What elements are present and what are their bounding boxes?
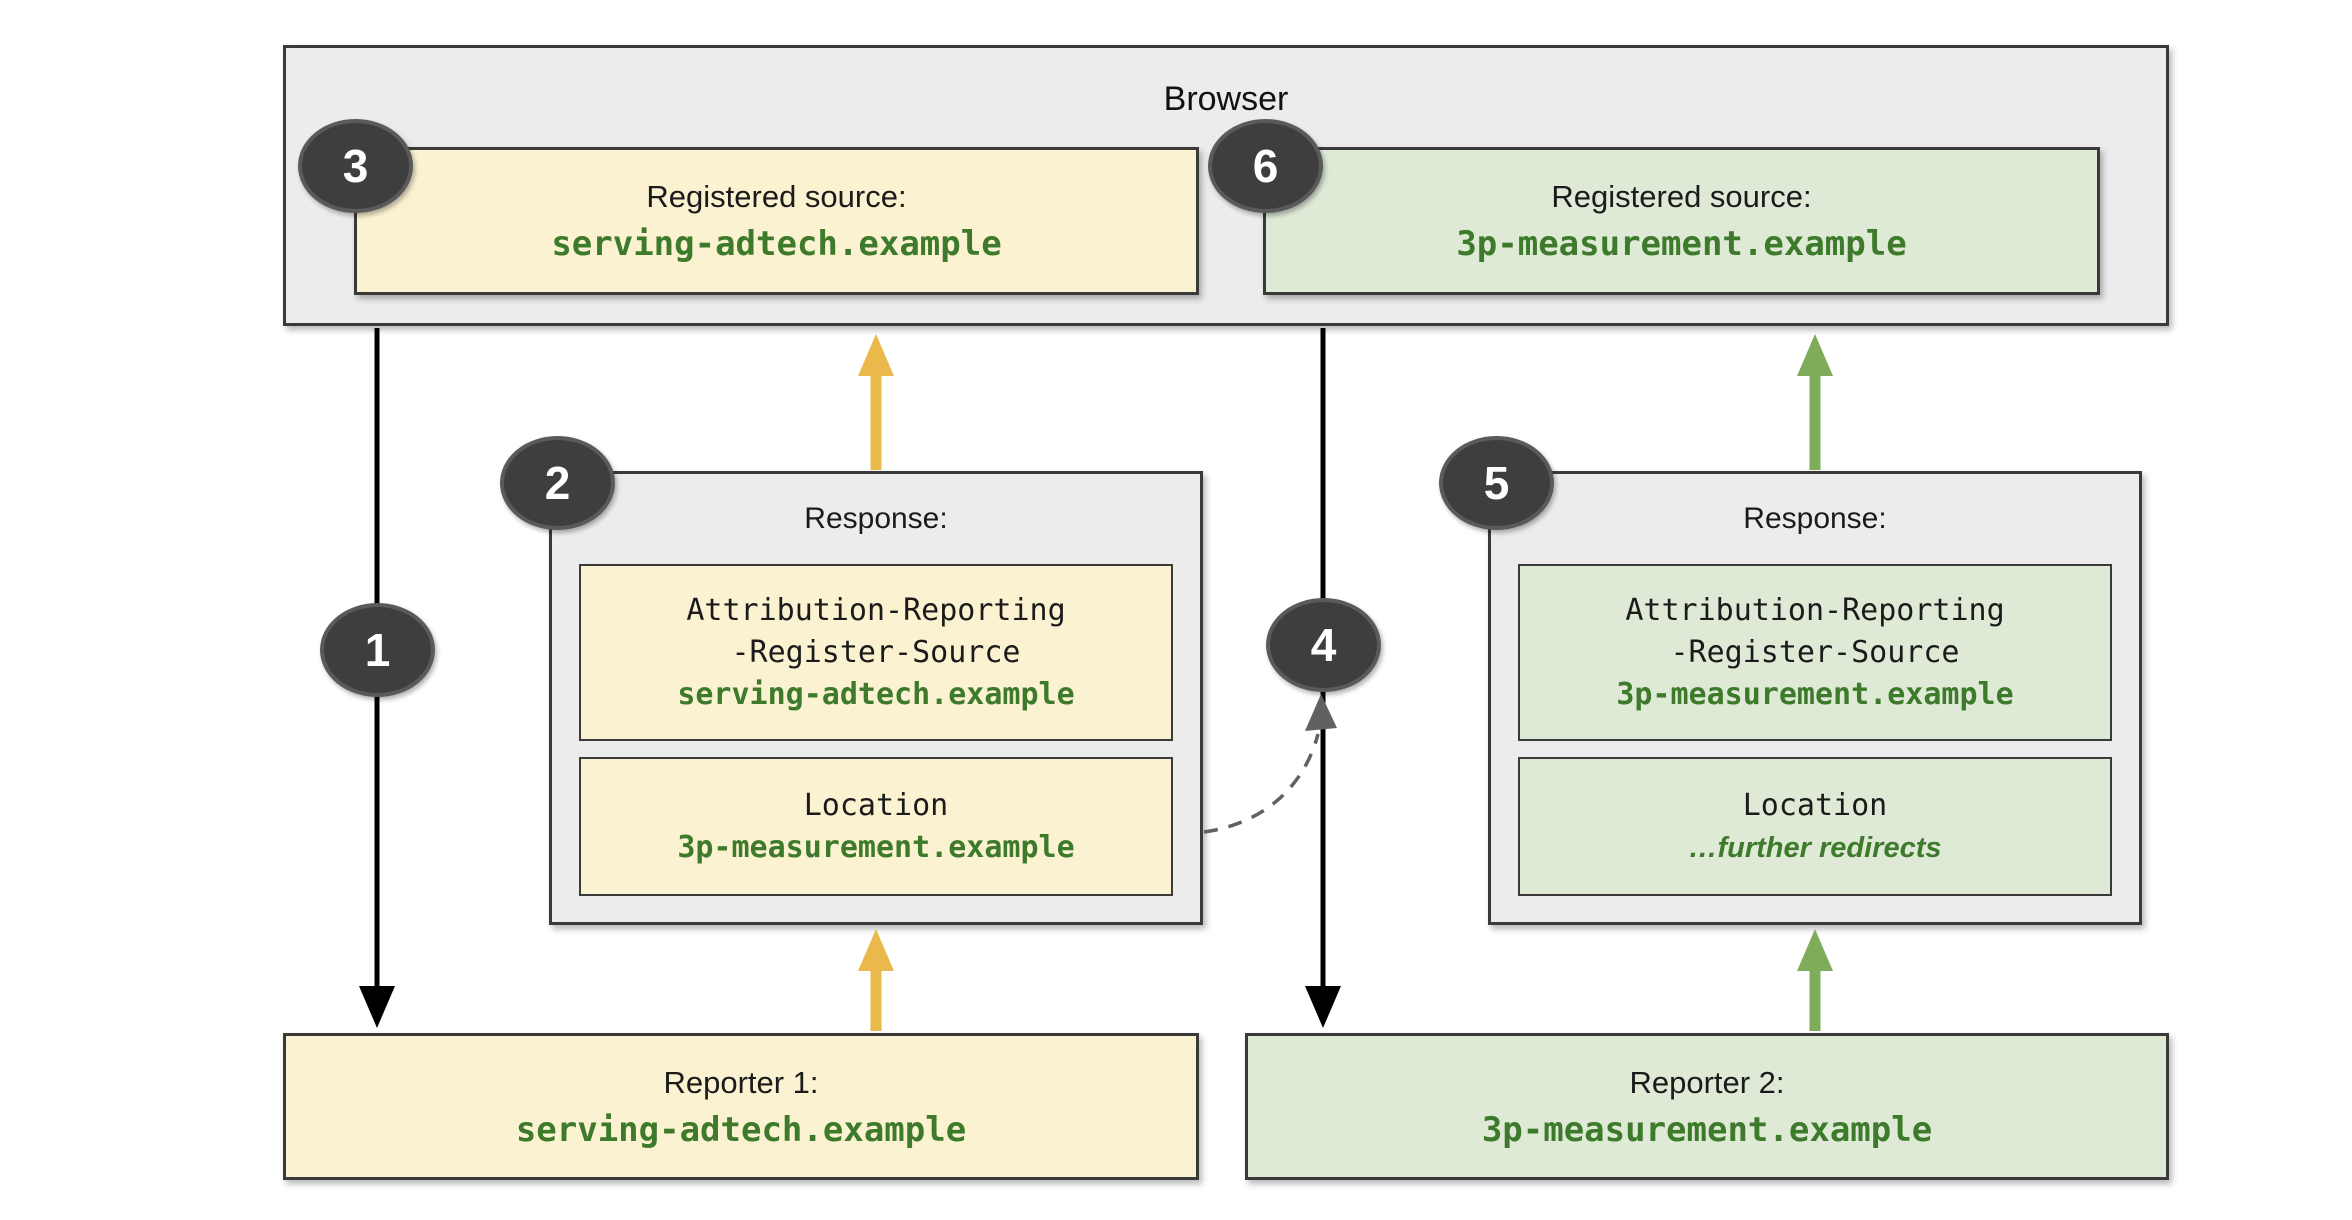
arrow-reporter2-to-response2-green	[1797, 929, 1833, 1031]
reporter-1-label: Reporter 1:	[663, 1064, 819, 1100]
response-2-location-value: …further redirects	[1688, 831, 1942, 864]
response-2-header-domain: 3p-measurement.example	[1616, 676, 2014, 712]
response-2-box: Response: Attribution-Reporting -Registe…	[1488, 471, 2142, 925]
reporter-1-domain: serving-adtech.example	[515, 1109, 967, 1150]
registered-source-2-domain: 3p-measurement.example	[1456, 224, 1907, 264]
response-2-header-box: Attribution-Reporting -Register-Source 3…	[1518, 564, 2112, 741]
step-badge-1: 1	[320, 603, 435, 697]
response-1-location-box: Location 3p-measurement.example	[579, 757, 1173, 896]
response-2-title: Response:	[1743, 502, 1887, 535]
arrow-reporter1-to-response1-yellow	[858, 929, 894, 1031]
reporter-2-label: Reporter 2:	[1629, 1064, 1785, 1100]
response-1-header-line-2: -Register-Source	[731, 634, 1021, 670]
step-badge-3: 3	[298, 119, 413, 213]
registered-source-1-domain: serving-adtech.example	[551, 224, 1002, 264]
response-2-location-label: Location	[1742, 787, 1888, 823]
browser-title: Browser	[1163, 80, 1289, 118]
step-badge-6: 6	[1208, 119, 1323, 213]
response-2-header-line-2: -Register-Source	[1670, 634, 1960, 670]
registered-source-2-label: Registered source:	[1551, 179, 1812, 214]
registered-source-2-box: Registered source: 3p-measurement.exampl…	[1263, 147, 2100, 295]
response-1-title: Response:	[804, 502, 948, 535]
response-1-header-line-1: Attribution-Reporting	[686, 592, 1066, 628]
arrow-response2-to-browser-green	[1797, 334, 1833, 470]
response-2-location-box: Location …further redirects	[1518, 757, 2112, 896]
response-1-header-domain: serving-adtech.example	[677, 676, 1075, 712]
reporter-2-box: Reporter 2: 3p-measurement.example	[1245, 1033, 2169, 1180]
step-badge-2: 2	[500, 436, 615, 530]
registered-source-1-box: Registered source: serving-adtech.exampl…	[354, 147, 1199, 295]
response-1-location-label: Location	[803, 787, 949, 823]
arrow-response1-to-browser-yellow	[858, 334, 894, 470]
step-badge-4: 4	[1266, 598, 1381, 692]
reporter-1-box: Reporter 1: serving-adtech.example	[283, 1033, 1199, 1180]
response-1-location-value: 3p-measurement.example	[677, 829, 1075, 865]
step-badge-5: 5	[1439, 436, 1554, 530]
response-1-box: Response: Attribution-Reporting -Registe…	[549, 471, 1203, 925]
response-2-header-line-1: Attribution-Reporting	[1625, 592, 2005, 628]
registered-source-1-label: Registered source:	[646, 179, 907, 214]
arrow-redirect-dashed	[1203, 694, 1337, 834]
reporter-2-domain: 3p-measurement.example	[1481, 1109, 1933, 1150]
response-1-header-box: Attribution-Reporting -Register-Source s…	[579, 564, 1173, 741]
